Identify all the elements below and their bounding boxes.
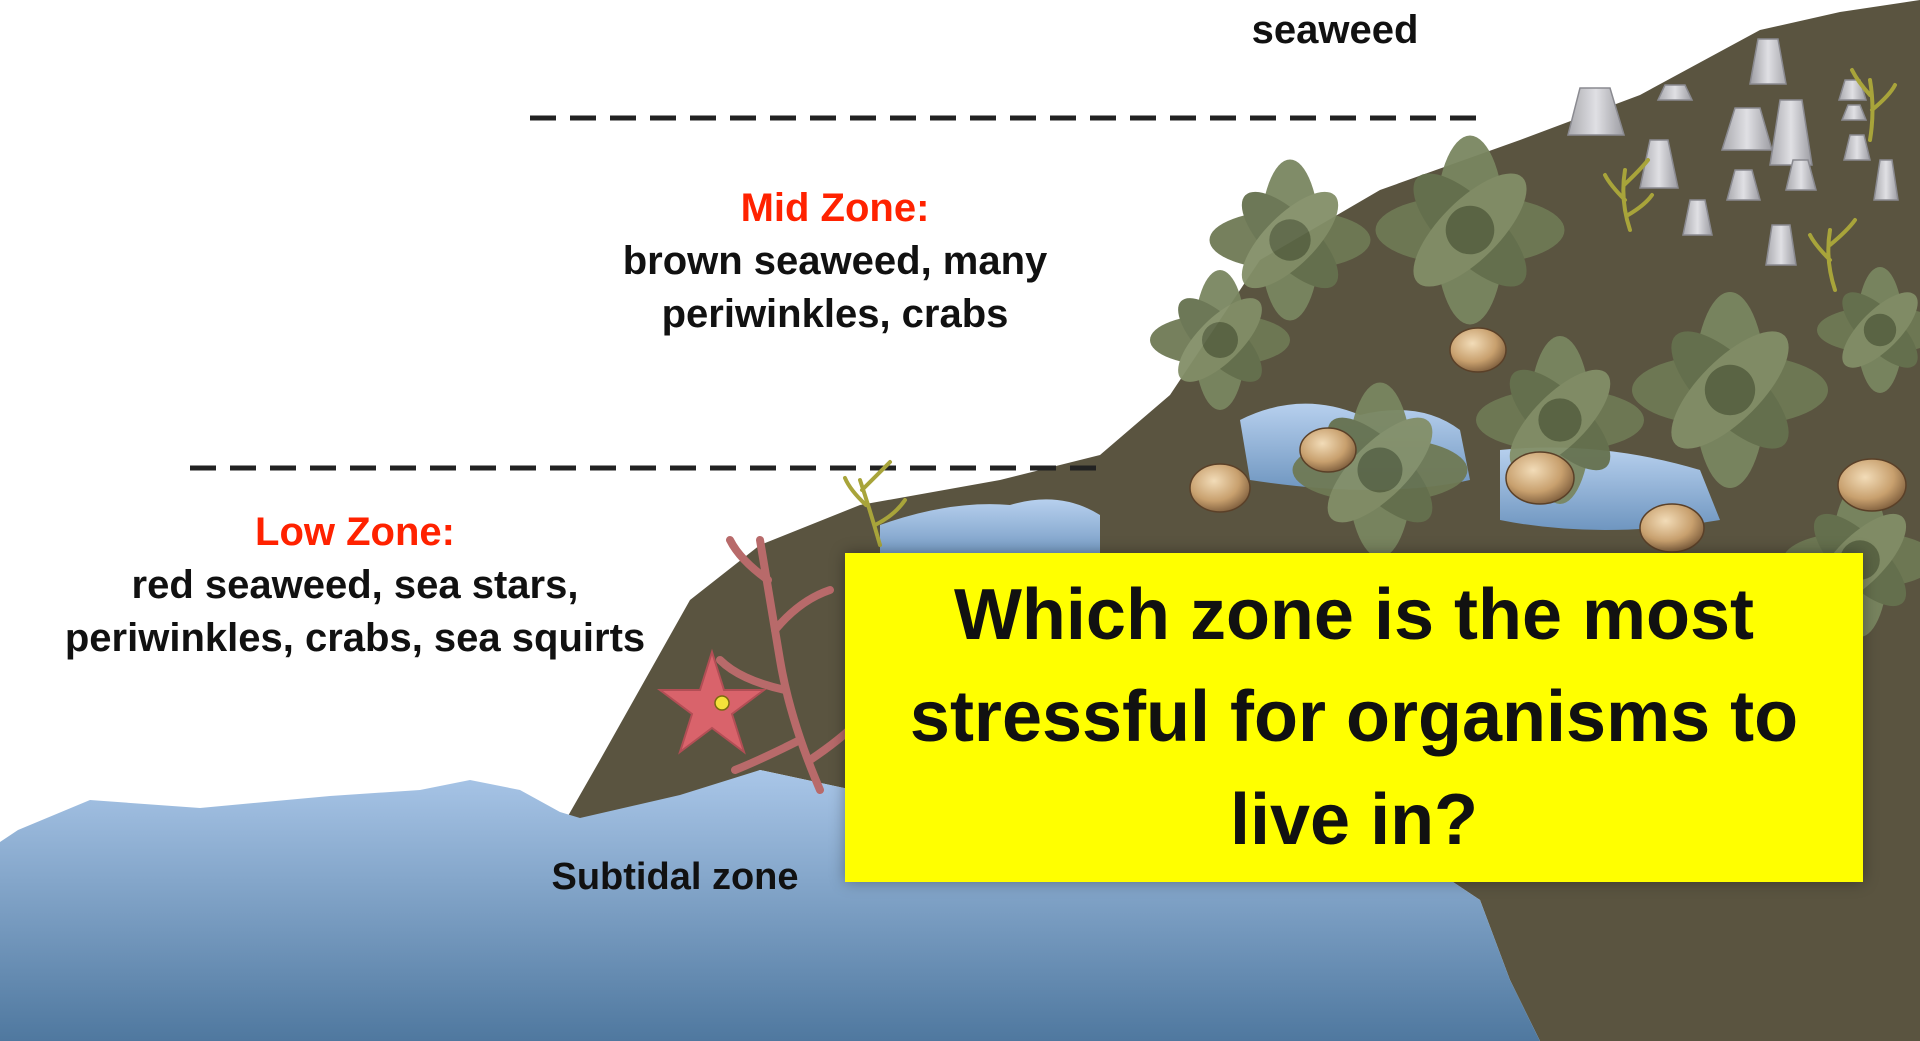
periwinkle-icon — [1838, 459, 1906, 511]
question-text: Which zone is the most stressful for org… — [874, 564, 1834, 871]
mid-zone-label: Mid Zone: brown seaweed, many periwinkle… — [560, 182, 1110, 340]
periwinkle-icon — [1506, 452, 1574, 504]
high-zone-description: seaweed — [1200, 4, 1470, 57]
periwinkle-icon — [1640, 504, 1704, 552]
periwinkle-icon — [1300, 428, 1356, 472]
high-zone-label: seaweed — [1200, 4, 1470, 57]
barnacle-icon — [1766, 225, 1796, 265]
mid-zone-title: Mid Zone: — [560, 182, 1110, 235]
low-zone-label: Low Zone: red seaweed, sea stars, periwi… — [30, 506, 680, 664]
low-zone-description: red seaweed, sea stars, periwinkles, cra… — [30, 559, 680, 665]
periwinkle-icon — [1190, 464, 1250, 512]
barnacle-icon — [1568, 88, 1624, 135]
mid-zone-description: brown seaweed, many periwinkles, crabs — [560, 235, 1110, 341]
question-callout: Which zone is the most stressful for org… — [845, 553, 1863, 882]
subtidal-zone-label: Subtidal zone — [520, 856, 830, 899]
low-zone-title: Low Zone: — [30, 506, 680, 559]
periwinkle-icon — [1450, 328, 1506, 372]
